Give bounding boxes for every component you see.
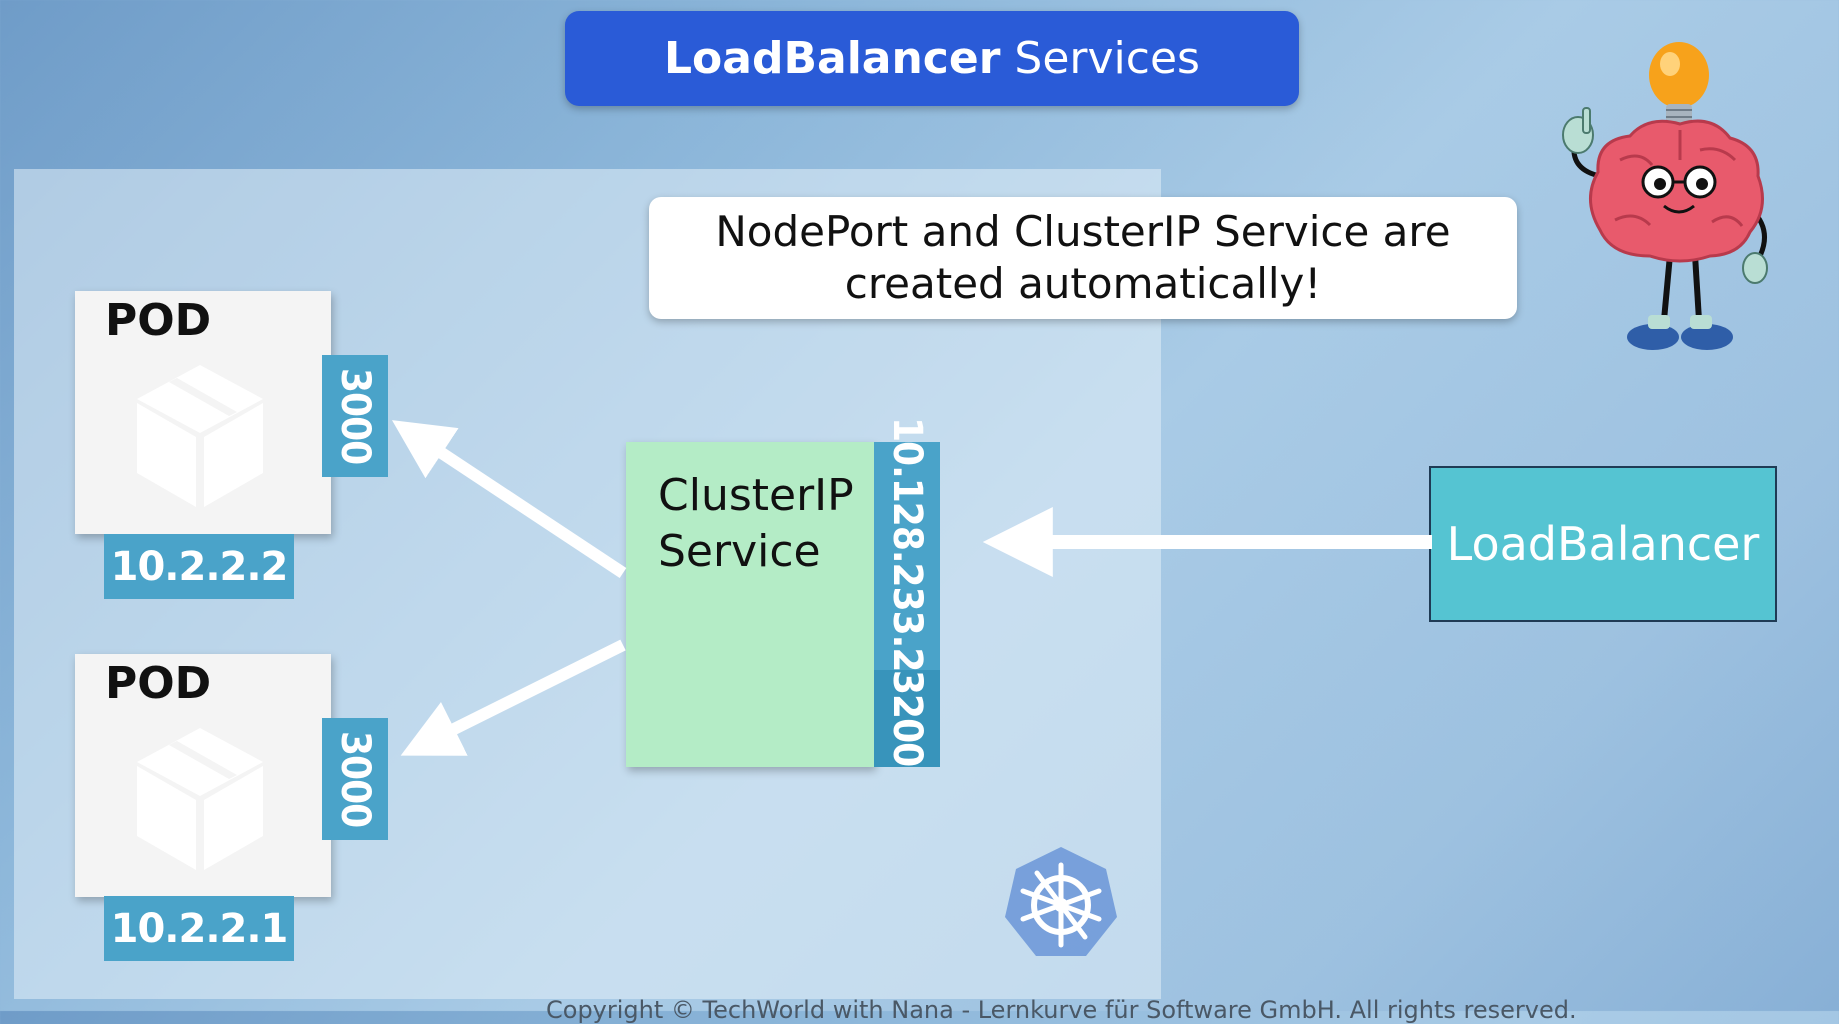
service-label-line-2: Service [658, 526, 821, 577]
arrow-service-to-pod-2 [400, 639, 626, 756]
pod-2: POD [75, 654, 331, 897]
kubernetes-helm-icon [1005, 847, 1117, 956]
service-ip: 10.128.233.22 [874, 417, 940, 695]
service-port-text: 3200 [884, 670, 930, 767]
slide-title: LoadBalancer Services [565, 11, 1299, 106]
service-label-line-1: ClusterIP [658, 470, 854, 521]
clusterip-service: ClusterIP Service [626, 442, 874, 767]
info-note-line-1: NodePort and ClusterIP Service are [715, 207, 1451, 256]
copyright-text: Copyright © TechWorld with Nana - Lernku… [546, 996, 1577, 1024]
slide-title-rest: Services [1014, 33, 1200, 84]
pod-2-ip: 10.2.2.1 [104, 896, 294, 961]
arrow-service-to-pod-1 [391, 420, 627, 579]
brain-mascot-with-lightbulb [1562, 42, 1768, 350]
pod-2-label: POD [105, 658, 212, 709]
info-note: NodePort and ClusterIP Service are creat… [649, 197, 1517, 319]
pod-1-port-text: 3000 [332, 367, 378, 465]
loadbalancer-label: LoadBalancer [1446, 517, 1760, 571]
pod-1: POD [75, 291, 331, 534]
slide-title-bold: LoadBalancer [664, 33, 1001, 84]
pod-2-port: 3000 [322, 718, 388, 840]
loadbalancer-box: LoadBalancer [1429, 466, 1777, 622]
pod-2-port-text: 3000 [332, 730, 378, 828]
pod-1-label: POD [105, 295, 212, 346]
info-note-line-2: created automatically! [844, 259, 1322, 308]
box-icon [137, 365, 263, 507]
pod-1-ip: 10.2.2.2 [104, 534, 294, 599]
service-port: 3200 [874, 670, 940, 767]
pod-1-port: 3000 [322, 355, 388, 477]
service-ip-text: 10.128.233.22 [884, 416, 930, 696]
box-icon [137, 728, 263, 870]
